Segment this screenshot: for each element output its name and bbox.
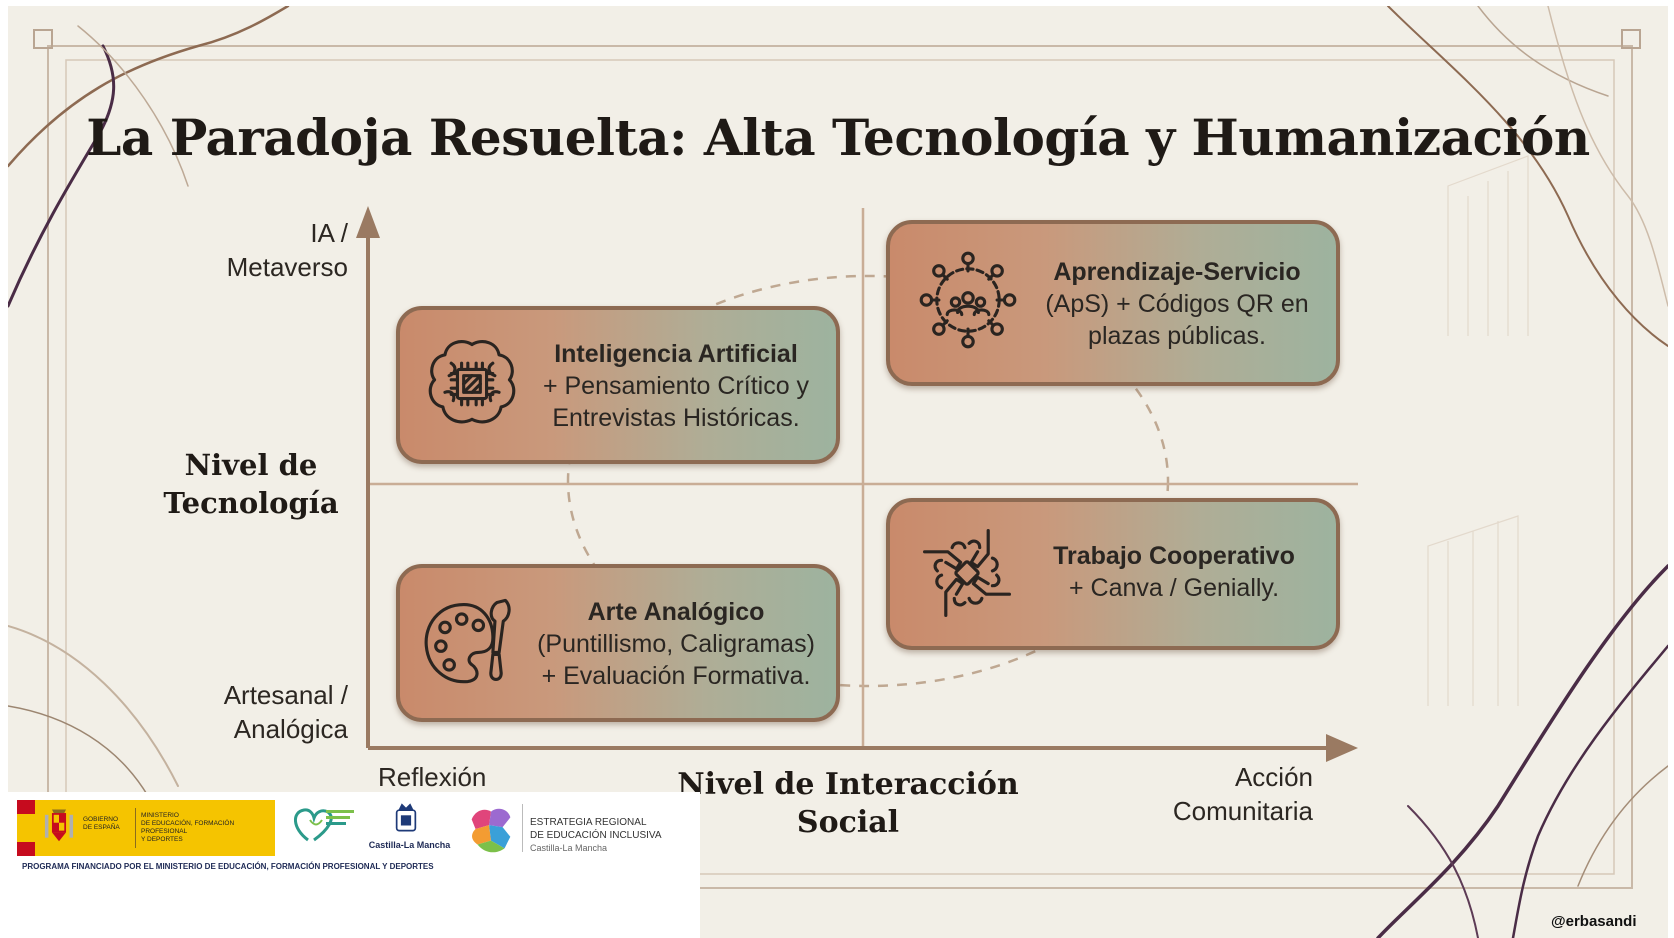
y-axis-bottom-label: Artesanal / Analógica	[158, 678, 348, 746]
community-network-icon	[919, 251, 1017, 349]
coat-of-arms-icon	[44, 809, 74, 842]
estrategia-line3: Castilla-La Mancha	[530, 843, 608, 853]
card-inteligencia-artificial: Inteligencia Artificial + Pensamiento Cr…	[396, 306, 840, 464]
estrategia-line1: ESTRATEGIA REGIONAL	[530, 817, 647, 828]
castilla-la-mancha-crest-icon	[395, 803, 417, 832]
card-line: (Puntillismo, Caligramas)	[537, 630, 815, 658]
y-axis-title-line2: Tecnología	[163, 486, 339, 520]
y-axis-top-line1: IA /	[310, 218, 348, 248]
x-axis-right-label: Acción Comunitaria	[1128, 760, 1313, 828]
slide-title: La Paradoja Resuelta: Alta Tecnología y …	[86, 108, 1590, 167]
card-aprendizaje-servicio: Aprendizaje-Servicio (ApS) + Códigos QR …	[886, 220, 1340, 386]
estrategia-divider	[522, 804, 523, 852]
card-line: + Pensamiento Crítico y	[542, 372, 810, 400]
gobierno-espana-logo: GOBIERNO DE ESPAÑA MINISTERIO DE EDUCACI…	[17, 800, 275, 856]
spain-flag	[17, 800, 35, 856]
card-line: + Canva / Genially.	[1068, 574, 1280, 602]
palette-brush-icon	[424, 598, 511, 684]
card-arte-analogico: Arte Analógico (Puntillismo, Caligramas)…	[396, 564, 840, 722]
card-line: Entrevistas Históricas.	[552, 404, 800, 432]
card-title: Inteligencia Artificial	[554, 340, 798, 368]
estrategia-line2: DE EDUCACIÓN INCLUSIVA	[530, 830, 662, 841]
x-axis-title: Nivel de Interacción Social	[677, 767, 1019, 840]
castilla-la-mancha-name: Castilla-La Mancha	[368, 840, 451, 850]
card-inteligencia-artificial-text: Inteligencia Artificial + Pensamiento Cr…	[528, 338, 824, 434]
card-aprendizaje-servicio-text: Aprendizaje-Servicio (ApS) + Códigos QR …	[1028, 256, 1326, 352]
x-axis-left-label: Reflexión	[378, 762, 487, 792]
ministerio-line3: Y DEPORTES	[141, 836, 183, 843]
card-trabajo-cooperativo: Trabajo Cooperativo + Canva / Genially.	[886, 498, 1340, 650]
program-funding-text: PROGRAMA FINANCIADO POR EL MINISTERIO DE…	[22, 862, 434, 871]
gobierno-line1: GOBIERNO	[83, 816, 119, 823]
y-axis-title-line1: Nivel de	[184, 448, 318, 482]
x-axis-right-line2: Comunitaria	[1172, 796, 1313, 826]
card-line: + Evaluación Formativa.	[541, 662, 811, 690]
gobierno-text: GOBIERNO DE ESPAÑA	[83, 816, 120, 832]
x-axis-right-line1: Acción	[1234, 762, 1313, 792]
estrategia-text: ESTRATEGIA REGIONAL DE EDUCACIÓN INCLUSI…	[530, 816, 662, 855]
y-axis-top-label: IA / Metaverso	[188, 216, 348, 284]
slide: La Paradoja Resuelta: Alta Tecnología y …	[8, 6, 1668, 938]
gobierno-line2: DE ESPAÑA	[83, 824, 120, 831]
ministerio-line1: MINISTERIO	[141, 812, 179, 819]
y-axis-title: Nivel de Tecnología	[158, 446, 344, 522]
joined-hands-icon	[923, 529, 1011, 617]
card-line: (ApS) + Códigos QR en	[1045, 290, 1309, 318]
card-line: plazas públicas.	[1088, 322, 1266, 350]
y-axis-bottom-line1: Artesanal /	[223, 680, 348, 710]
ministerio-divider	[135, 808, 136, 848]
background-decoration	[8, 6, 1668, 938]
ministerio-text: MINISTERIO DE EDUCACIÓN, FORMACIÓN PROFE…	[141, 812, 275, 844]
sponsor-footer: GOBIERNO DE ESPAÑA MINISTERIO DE EDUCACI…	[0, 792, 700, 938]
card-title: Aprendizaje-Servicio	[1053, 258, 1301, 286]
bienestar-emocional-logo	[294, 808, 354, 842]
author-handle: @erbasandi	[1551, 913, 1637, 930]
card-trabajo-cooperativo-text: Trabajo Cooperativo + Canva / Genially.	[1026, 540, 1322, 604]
y-axis-top-line2: Metaverso	[226, 252, 348, 282]
y-axis-bottom-line2: Analógica	[233, 714, 348, 744]
card-title: Trabajo Cooperativo	[1053, 542, 1295, 570]
estrategia-regional-map-icon	[471, 808, 511, 853]
card-arte-analogico-text: Arte Analógico (Puntillismo, Caligramas)…	[526, 596, 826, 692]
ministerio-line2: DE EDUCACIÓN, FORMACIÓN PROFESIONAL	[141, 820, 235, 835]
brain-chip-icon	[428, 340, 516, 424]
card-title: Arte Analógico	[587, 598, 765, 626]
